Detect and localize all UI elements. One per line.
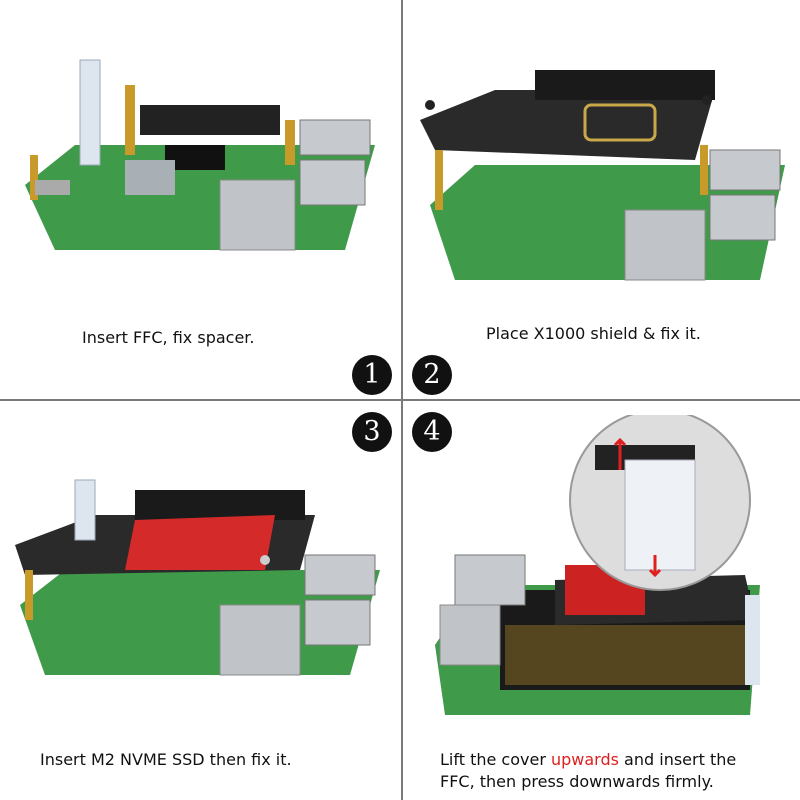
- brass-spacer: [700, 145, 708, 195]
- step-number-1: 1: [352, 355, 392, 395]
- step4-photo-ffc-connection: [435, 415, 760, 715]
- usb-port: [454, 554, 526, 606]
- wifi-shield: [125, 160, 175, 195]
- usb-port: [299, 119, 371, 156]
- brass-spacer: [30, 155, 38, 200]
- m2-slot-outline: [583, 103, 657, 142]
- usb3-port: [709, 194, 776, 241]
- nvme-ssd: [125, 515, 275, 570]
- ethernet-port: [219, 604, 301, 676]
- step3-photo-ssd-install: [15, 479, 380, 676]
- step-number-4: 4: [412, 412, 452, 452]
- caption-text: and insert the: [618, 750, 737, 769]
- screw: [702, 95, 712, 105]
- usb3-port: [299, 159, 366, 206]
- step1-caption: Insert FFC, fix spacer.: [82, 328, 255, 347]
- step1-photo-raspberry-pi-with-ffc: [25, 59, 375, 251]
- ffc-cable-closeup: [624, 459, 696, 571]
- usb-port: [304, 554, 376, 596]
- horizontal-divider: [0, 399, 800, 401]
- ethernet-port: [439, 604, 501, 666]
- caption-text: Lift the cover: [440, 750, 551, 769]
- x1000-shield: [420, 90, 715, 160]
- step-number-3: 3: [352, 412, 392, 452]
- step3-caption: Insert M2 NVME SSD then fix it.: [40, 750, 292, 769]
- ethernet-port: [624, 209, 706, 281]
- ssd-screw: [260, 555, 270, 565]
- ffc-cable: [79, 59, 101, 166]
- brass-spacer: [435, 150, 443, 210]
- caption-text-line2: FFC, then press downwards firmly.: [440, 772, 714, 791]
- screw: [425, 100, 435, 110]
- arrow-down-icon: [648, 555, 662, 578]
- usb-port: [709, 149, 781, 191]
- gpio-header: [135, 490, 305, 520]
- caption-highlight: upwards: [550, 750, 619, 769]
- brass-spacer: [285, 120, 295, 165]
- step-number-2: 2: [412, 355, 452, 395]
- usbc-port: [35, 180, 70, 195]
- usb3-port: [304, 599, 371, 646]
- header-pins: [505, 625, 750, 685]
- brass-spacer: [125, 85, 135, 155]
- arrow-up-icon: [613, 437, 627, 470]
- gpio-header: [140, 105, 280, 135]
- step2-photo-shield-placement: [420, 70, 785, 281]
- gpio-header: [535, 70, 715, 100]
- step2-caption: Place X1000 shield & fix it.: [486, 324, 701, 343]
- ethernet-port: [219, 179, 296, 251]
- ffc-cable: [745, 595, 760, 685]
- brass-spacer: [25, 570, 33, 620]
- ffc-cable: [74, 479, 96, 541]
